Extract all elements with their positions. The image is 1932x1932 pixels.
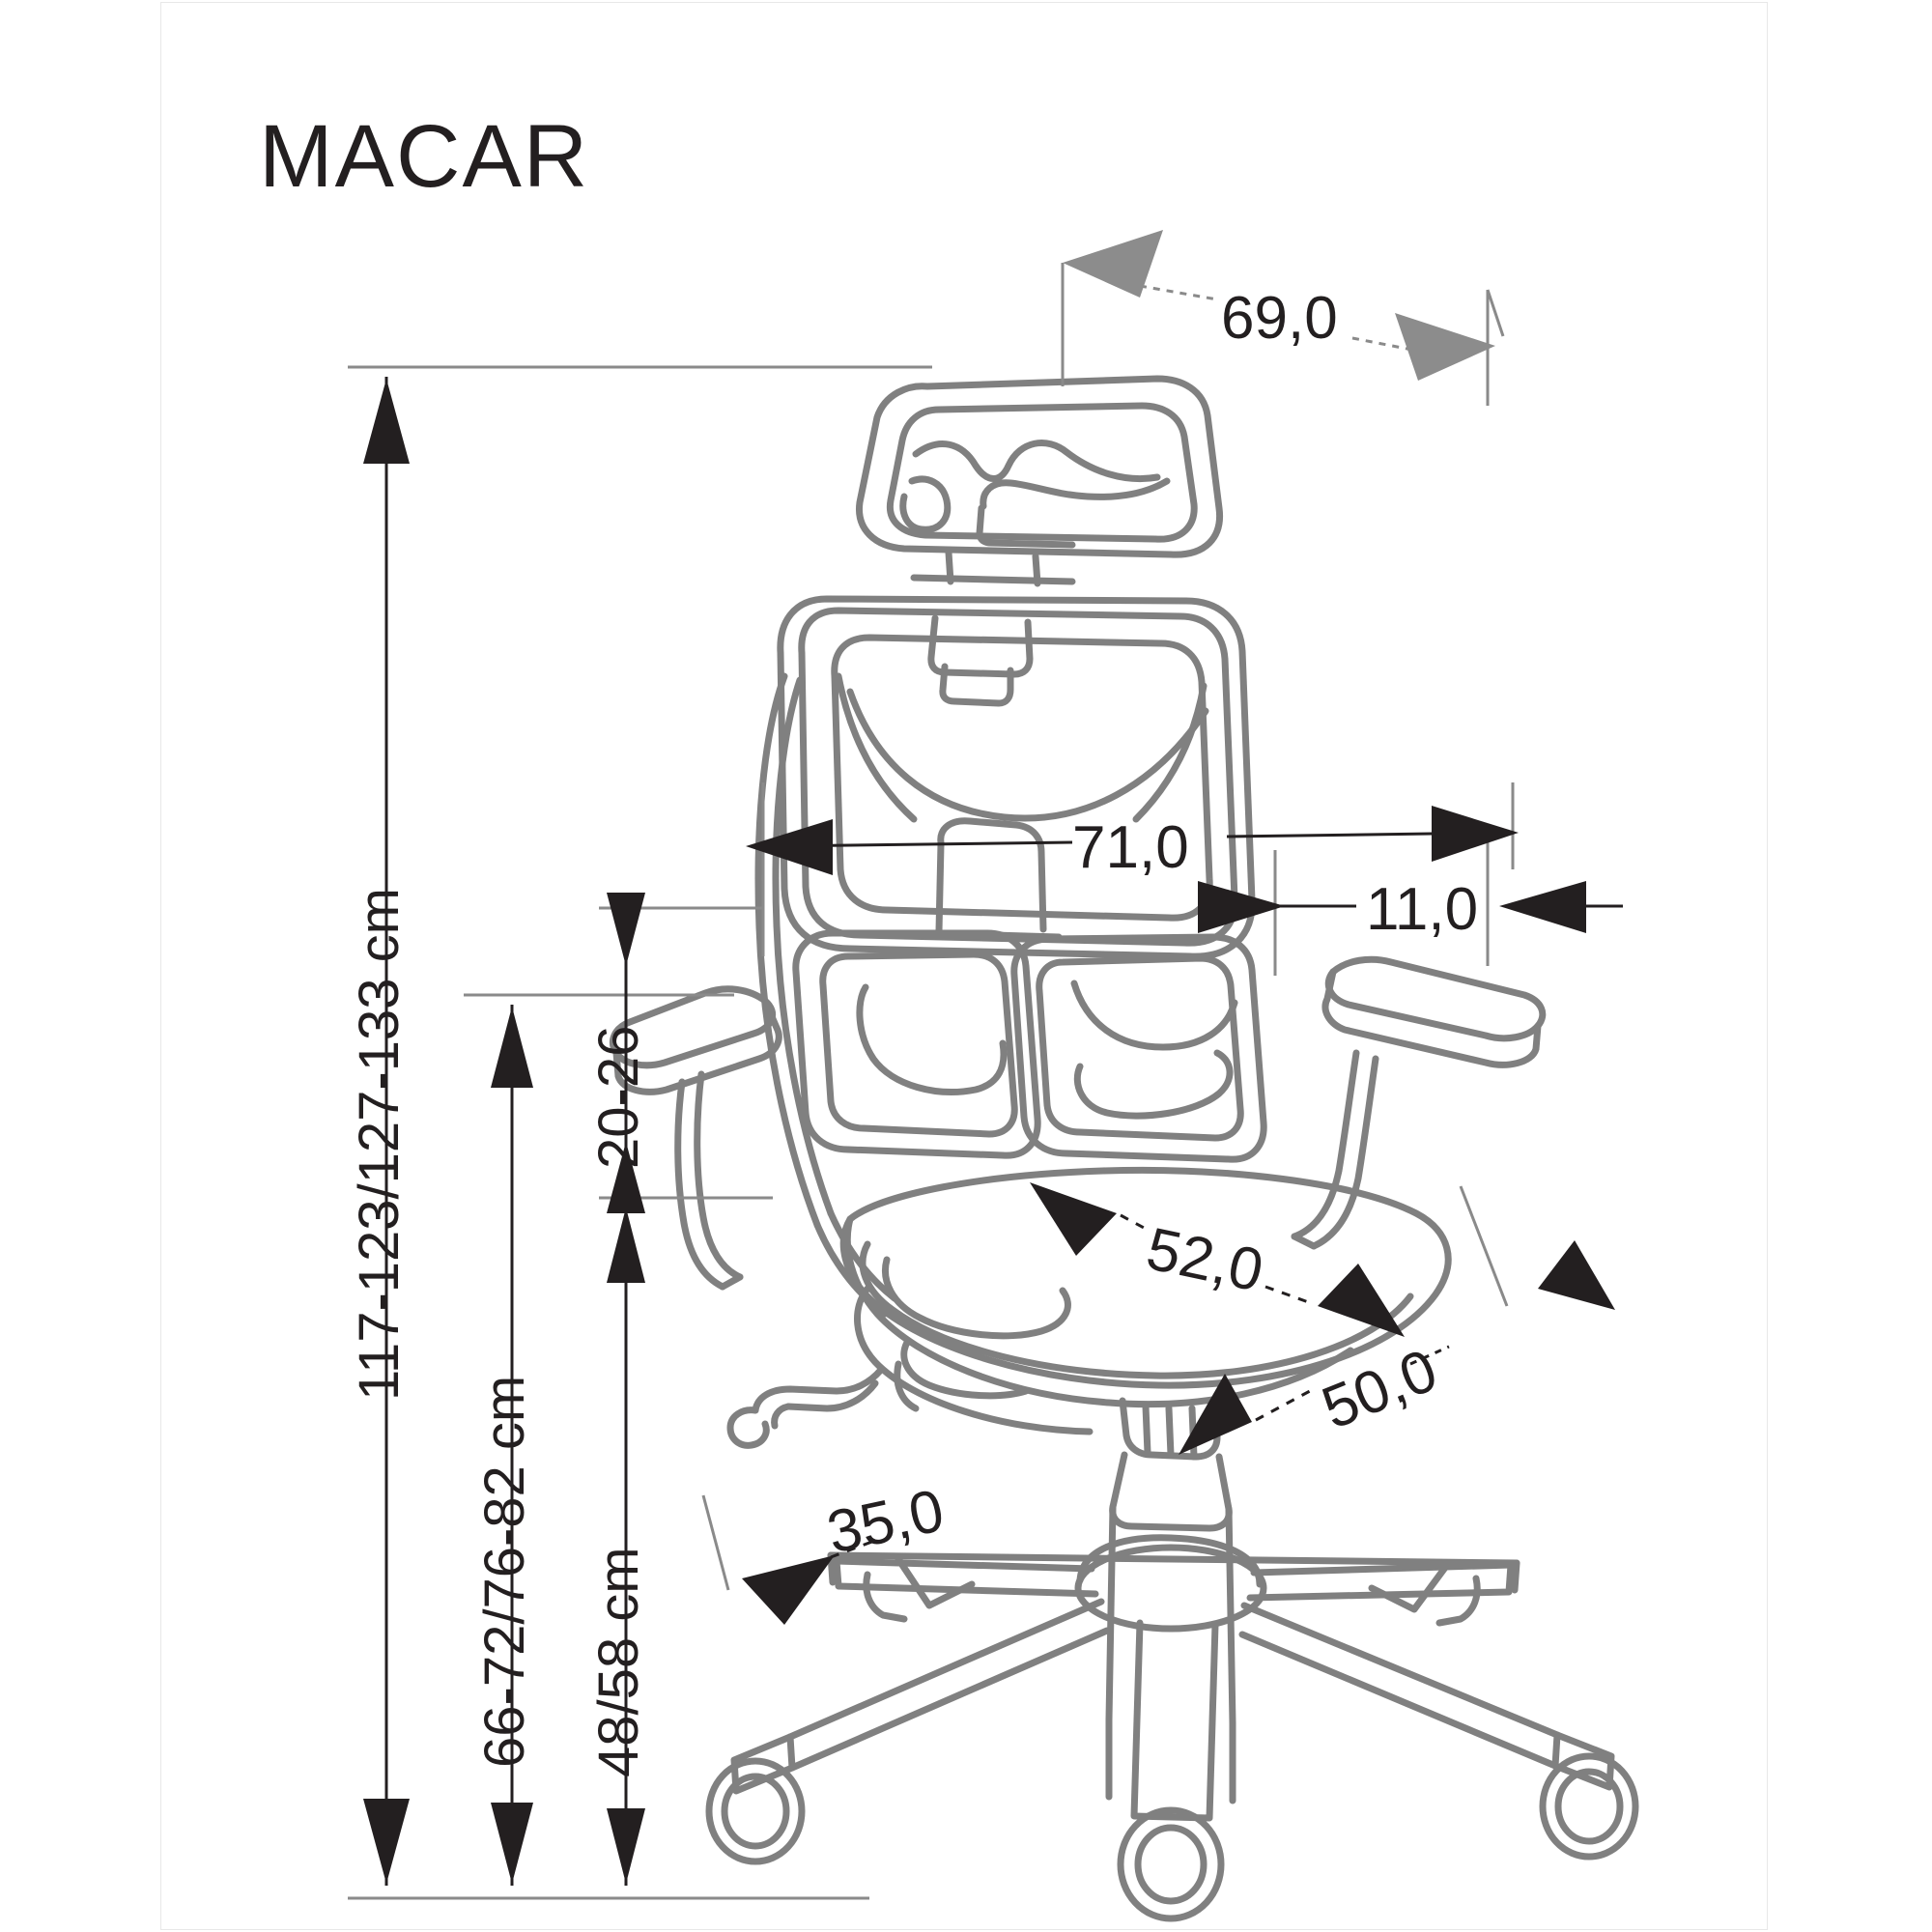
backrest-part xyxy=(777,595,1256,960)
arrow-right-width xyxy=(1432,806,1519,862)
lumbar-support-part xyxy=(792,929,1267,1163)
ext-line-seatdepth xyxy=(1459,1185,1509,1307)
dimension-arrows xyxy=(363,230,1615,1884)
caster xyxy=(1539,1752,1639,1861)
ext-line-base xyxy=(701,1494,730,1591)
arrow-seatwidth-left xyxy=(1030,1182,1117,1256)
arrow-up-seatback xyxy=(491,1007,533,1088)
arrow-up-total xyxy=(363,379,410,464)
dim-line-seat-width-b xyxy=(1264,1285,1315,1306)
dim-line-depth-a xyxy=(1139,284,1218,301)
page-title: MACAR xyxy=(259,107,590,206)
arrow-down-seatback xyxy=(491,1803,533,1884)
arrow-seatdepth xyxy=(1179,1374,1252,1455)
dim-label-overall-width: 71,0 xyxy=(1072,814,1189,881)
caster xyxy=(705,1757,806,1865)
arrow-depth-right xyxy=(1395,313,1495,381)
dim-line-seat-width-a xyxy=(1120,1213,1147,1231)
dim-label-seat-depth: 50,0 xyxy=(1313,1337,1446,1442)
extension-lines xyxy=(348,263,1515,1900)
dim-line-base xyxy=(830,1538,878,1559)
dim-label-seatback-height: 66-72/76-82 cm xyxy=(473,1376,536,1768)
seat-part xyxy=(839,1166,1452,1435)
dim-label-seat-width: 52,0 xyxy=(1141,1215,1268,1305)
caster xyxy=(1117,1806,1225,1922)
base-star-part xyxy=(730,1534,1615,1822)
caster xyxy=(1134,1824,1208,1905)
arrow-left-width xyxy=(746,819,833,875)
arrow-armrest-left xyxy=(1198,881,1285,933)
dim-label-overall-depth: 69,0 xyxy=(1221,285,1338,352)
ext-line-depth-right2 xyxy=(1486,289,1505,337)
dim-label-total-height: 117-123/127-133 cm xyxy=(348,888,411,1401)
tilt-lever-part xyxy=(726,1360,920,1449)
arrow-base xyxy=(742,1555,835,1625)
arrow-headrest-top xyxy=(607,893,645,966)
arrow-seatwidth-right xyxy=(1318,1264,1405,1337)
caster xyxy=(1554,1768,1624,1845)
arrow-headrest-bottom xyxy=(607,1142,645,1213)
arrow-up-seat xyxy=(607,1208,645,1283)
dim-line-seat-depth xyxy=(1255,1389,1311,1422)
arrow-down-seat xyxy=(607,1808,645,1884)
arrow-down-total xyxy=(363,1799,410,1884)
armrest-right-part xyxy=(1291,955,1547,1250)
headrest-part xyxy=(856,375,1224,587)
caster xyxy=(721,1773,790,1850)
dimension-lines xyxy=(384,284,1623,1886)
dim-label-seat-height: 48/58 cm xyxy=(587,1547,650,1777)
arrow-depth-left xyxy=(1063,230,1163,298)
arrow-seatdepth-outer xyxy=(1538,1240,1615,1310)
dim-label-base-diameter: 35,0 xyxy=(822,1477,950,1567)
dim-label-armrest-width: 11,0 xyxy=(1366,876,1478,943)
armrest-left-part xyxy=(610,985,782,1291)
dim-label-headrest-travel: 20-26 xyxy=(587,1026,650,1169)
caster-wheels xyxy=(705,1571,1639,1922)
arrow-armrest-right xyxy=(1499,881,1586,933)
